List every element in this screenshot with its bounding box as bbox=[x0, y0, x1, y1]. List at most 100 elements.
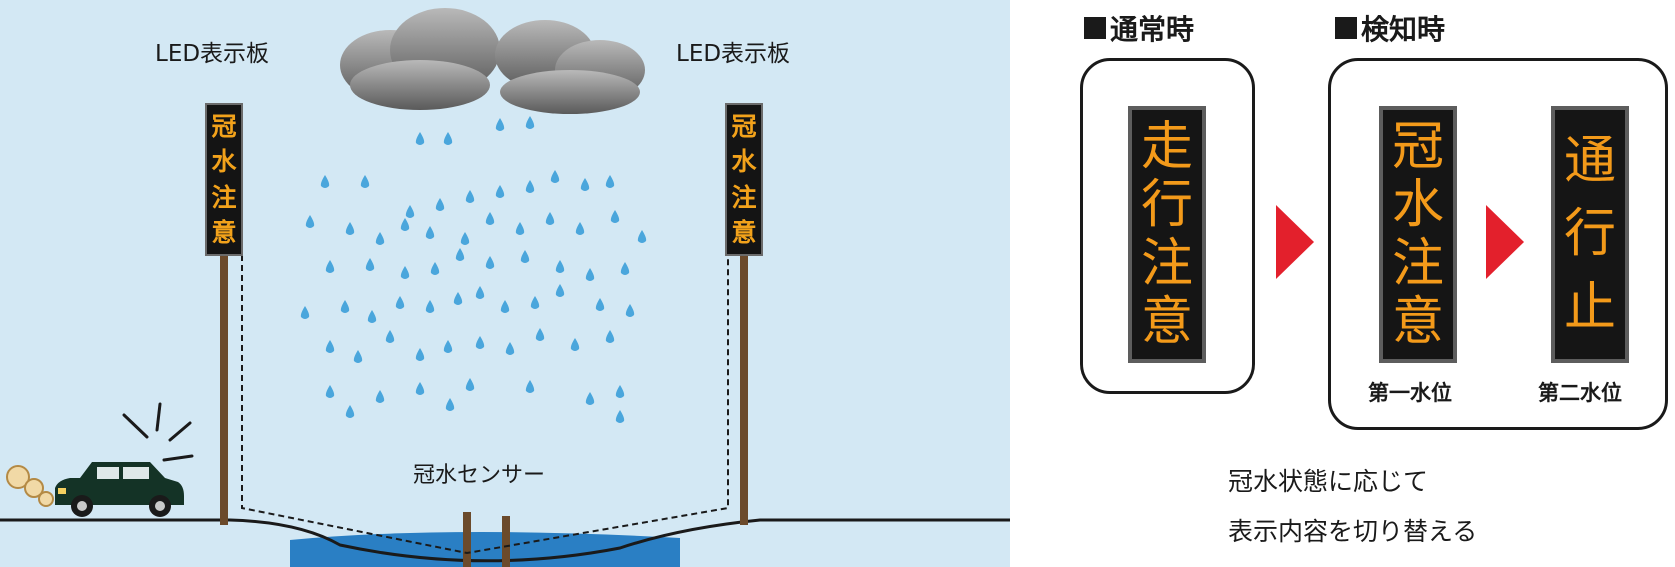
square-bullet-icon bbox=[1084, 17, 1106, 39]
raindrop-icon bbox=[610, 210, 620, 223]
raindrop-icon bbox=[367, 310, 377, 323]
detect-heading: 検知時 bbox=[1335, 8, 1445, 48]
level1-led-panel: 冠 水 注 意 bbox=[1379, 106, 1457, 363]
raindrop-icon bbox=[525, 380, 535, 393]
normal-panel-char: 走 bbox=[1140, 117, 1193, 178]
raindrop-icon bbox=[453, 292, 463, 305]
raindrop-icon bbox=[555, 260, 565, 273]
raindrop-icon bbox=[345, 222, 355, 235]
raindrop-icon bbox=[375, 390, 385, 403]
raindrop-icon bbox=[555, 284, 565, 297]
sensor-pole-right bbox=[502, 516, 510, 567]
raindrop-icon bbox=[475, 336, 485, 349]
raindrop-icon bbox=[305, 215, 315, 228]
right-led-sign: 冠 水 注 意 bbox=[725, 103, 763, 256]
right-sign-pole bbox=[740, 255, 748, 525]
raindrop-icon bbox=[425, 300, 435, 313]
raindrop-icon bbox=[500, 300, 510, 313]
raindrops bbox=[300, 116, 647, 423]
raindrop-icon bbox=[495, 118, 505, 131]
square-bullet-icon bbox=[1335, 17, 1357, 39]
rain-cloud bbox=[340, 8, 645, 114]
left-sign-char: 注 bbox=[211, 182, 237, 212]
raindrop-icon bbox=[575, 222, 585, 235]
sensor-label: 冠水センサー bbox=[413, 463, 546, 488]
level2-panel-char: 止 bbox=[1563, 278, 1616, 339]
caption-line-1: 冠水状態に応じて bbox=[1228, 467, 1429, 496]
right-sign-char: 水 bbox=[731, 147, 757, 177]
raindrop-icon bbox=[375, 232, 385, 245]
raindrop-icon bbox=[535, 328, 545, 341]
raindrop-icon bbox=[485, 256, 495, 269]
raindrop-icon bbox=[415, 382, 425, 395]
raindrop-icon bbox=[395, 296, 405, 309]
normal-heading: 通常時 bbox=[1084, 8, 1194, 48]
scene-illustration bbox=[0, 0, 1010, 567]
raindrop-icon bbox=[360, 175, 370, 188]
raindrop-icon bbox=[443, 340, 453, 353]
raindrop-icon bbox=[580, 178, 590, 191]
normal-led-panel: 走 行 注 意 bbox=[1128, 106, 1206, 363]
raindrop-icon bbox=[325, 340, 335, 353]
raindrop-icon bbox=[385, 330, 395, 343]
left-led-sign: 冠 水 注 意 bbox=[205, 103, 243, 256]
raindrop-icon bbox=[460, 232, 470, 245]
raindrop-icon bbox=[585, 392, 595, 405]
normal-panel-char: 意 bbox=[1140, 291, 1193, 352]
raindrop-icon bbox=[353, 350, 363, 363]
raindrop-icon bbox=[345, 405, 355, 418]
raindrop-icon bbox=[485, 212, 495, 225]
normal-heading-text: 通常時 bbox=[1110, 13, 1195, 46]
level1-panel-char: 水 bbox=[1391, 175, 1444, 236]
raindrop-icon bbox=[585, 268, 595, 281]
raindrop-icon bbox=[605, 330, 615, 343]
raindrop-icon bbox=[475, 286, 485, 299]
left-sign-char: 水 bbox=[211, 147, 237, 177]
flood-scene: LED表示板 LED表示板 冠 水 注 意 冠 水 注 意 冠水センサー bbox=[0, 0, 1010, 567]
raindrop-icon bbox=[620, 262, 630, 275]
raindrop-icon bbox=[415, 348, 425, 361]
raindrop-icon bbox=[325, 385, 335, 398]
detect-heading-text: 検知時 bbox=[1361, 13, 1446, 46]
left-sign-pole bbox=[220, 255, 228, 525]
level2-panel-char: 行 bbox=[1563, 204, 1616, 265]
alert-lines-icon bbox=[122, 402, 194, 462]
sensor-pole-left bbox=[463, 512, 471, 567]
ground-line bbox=[0, 518, 1010, 563]
raindrop-icon bbox=[425, 226, 435, 239]
raindrop-icon bbox=[340, 300, 350, 313]
raindrop-icon bbox=[455, 248, 465, 261]
triangle-right-icon bbox=[1486, 205, 1524, 279]
raindrop-icon bbox=[605, 175, 615, 188]
raindrop-icon bbox=[365, 258, 375, 271]
raindrop-icon bbox=[570, 338, 580, 351]
raindrop-icon bbox=[505, 342, 515, 355]
raindrop-icon bbox=[525, 180, 535, 193]
left-sign-caption: LED表示板 bbox=[155, 41, 270, 67]
raindrop-icon bbox=[525, 116, 535, 129]
raindrop-icon bbox=[530, 296, 540, 309]
raindrop-icon bbox=[625, 304, 635, 317]
raindrop-icon bbox=[443, 132, 453, 145]
raindrop-icon bbox=[637, 230, 647, 243]
raindrop-icon bbox=[595, 298, 605, 311]
raindrop-icon bbox=[550, 170, 560, 183]
raindrop-icon bbox=[400, 266, 410, 279]
raindrop-icon bbox=[300, 306, 310, 319]
car-icon bbox=[55, 462, 184, 517]
raindrop-icon bbox=[405, 205, 415, 218]
raindrop-icon bbox=[465, 378, 475, 391]
right-sign-char: 冠 bbox=[731, 112, 757, 142]
raindrop-icon bbox=[515, 222, 525, 235]
level1-label: 第一水位 bbox=[1368, 381, 1452, 405]
left-sign-char: 意 bbox=[211, 217, 237, 247]
raindrop-icon bbox=[320, 175, 330, 188]
raindrop-icon bbox=[435, 198, 445, 211]
normal-panel-char: 行 bbox=[1140, 175, 1193, 236]
raindrop-icon bbox=[495, 185, 505, 198]
raindrop-icon bbox=[615, 410, 625, 423]
raindrop-icon bbox=[465, 190, 475, 203]
raindrop-icon bbox=[415, 132, 425, 145]
sensor-cable bbox=[241, 255, 729, 555]
level2-led-panel: 通 行 止 bbox=[1551, 106, 1629, 363]
